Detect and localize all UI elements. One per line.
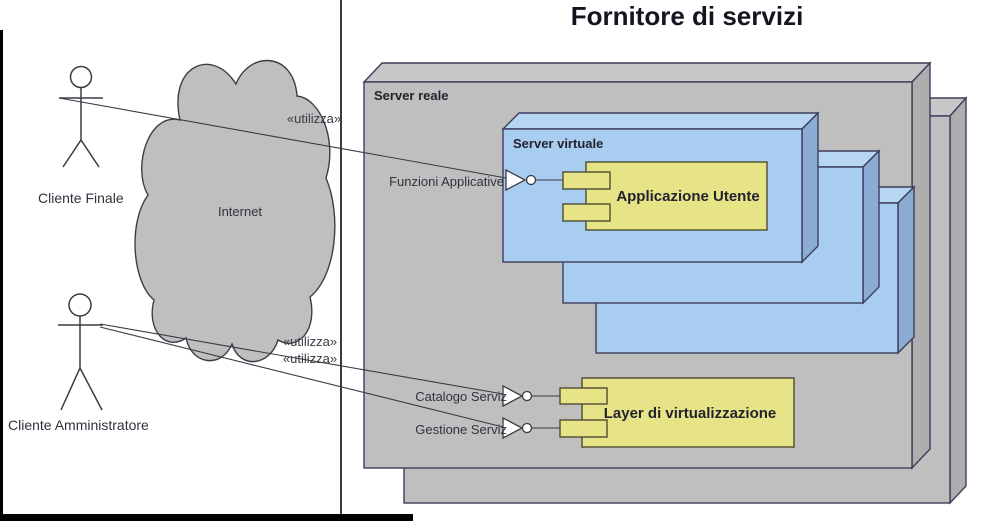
funzioni-requires-arrow xyxy=(505,168,527,192)
diagram-title: Fornitore di servizi xyxy=(571,1,804,31)
cloud-shape xyxy=(134,59,336,363)
applicazione-utente-body xyxy=(585,161,768,231)
assoc-finale-funzioni xyxy=(58,97,507,179)
funzioni-provided-ball-icon xyxy=(525,174,537,186)
catalogo-requires-arrow xyxy=(502,384,524,408)
layer-virtualizzazione-port-top xyxy=(559,387,608,405)
layer-virtualizzazione-component: Layer di virtualizzazione xyxy=(559,377,795,448)
frame-left-border xyxy=(0,30,3,521)
cliente-finale-head-icon xyxy=(69,65,93,89)
server-reale-top-face xyxy=(362,62,932,83)
cliente-amministratore-head-icon xyxy=(68,293,92,317)
gestione-servizi-label: Gestione Serviz xyxy=(415,422,507,437)
cliente-finale-label: Cliente Finale xyxy=(38,190,124,206)
gestione-provided-ball-icon xyxy=(521,422,533,434)
applicazione-utente-component: Applicazione Utente xyxy=(562,161,768,231)
applicazione-utente-label: Applicazione Utente xyxy=(616,188,759,205)
utilizza-stereotype-top: «utilizza» xyxy=(287,111,341,126)
layer-virtualizzazione-port-bottom xyxy=(559,419,608,438)
server-reale-label: Server reale xyxy=(374,88,448,103)
funzioni-applicative-interface: Funzioni Applicative xyxy=(389,168,563,192)
cliente-finale-actor: Cliente Finale xyxy=(38,65,124,206)
catalogo-provided-ball-icon xyxy=(521,390,533,402)
cliente-finale-legs xyxy=(62,138,100,168)
applicazione-utente-port-bottom xyxy=(562,203,611,222)
catalogo-servizi-interface: Catalogo Serviz xyxy=(415,384,560,408)
back-node-side-face xyxy=(949,96,967,505)
cliente-amministratore-legs xyxy=(60,366,103,411)
assoc-admin-gestione xyxy=(99,326,504,428)
server-virtuale-label: Server virtuale xyxy=(513,136,603,151)
server-virtuale-top-face xyxy=(501,112,820,130)
layer-virtualizzazione-label: Layer di virtualizzazione xyxy=(604,405,777,422)
utilizza-stereotype-bottom: «utilizza» xyxy=(283,351,337,366)
assoc-admin-catalogo xyxy=(99,323,504,395)
cliente-amministratore-actor: Cliente Amministratore xyxy=(8,293,149,433)
virtual-node2-side-face xyxy=(862,149,880,305)
virtual-node3-side-face xyxy=(897,185,915,355)
cliente-amministratore-label: Cliente Amministratore xyxy=(8,417,149,433)
gestione-servizi-interface: Gestione Serviz xyxy=(415,416,560,440)
catalogo-servizi-label: Catalogo Serviz xyxy=(415,389,507,404)
gestione-requires-arrow xyxy=(502,416,524,440)
internet-label: Internet xyxy=(218,204,262,219)
frame-bottom-border xyxy=(0,514,413,521)
layer-virtualizzazione-body xyxy=(581,377,795,448)
applicazione-utente-port-top xyxy=(562,171,611,190)
internet-cloud: Internet xyxy=(134,59,336,363)
utilizza-stereotype-middle: «utilizza» xyxy=(283,334,337,349)
funzioni-applicative-label: Funzioni Applicative xyxy=(389,174,504,189)
server-virtuale-side-face xyxy=(801,111,819,264)
